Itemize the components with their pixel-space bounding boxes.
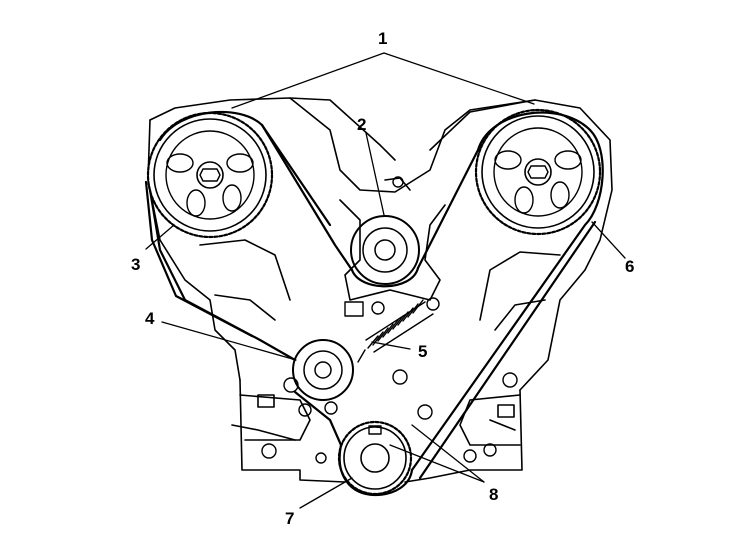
callout-4: 4 bbox=[145, 309, 155, 328]
callout-3: 3 bbox=[131, 255, 140, 274]
leader-1b bbox=[383, 52, 535, 105]
callout-5: 5 bbox=[418, 342, 427, 361]
callout-7: 7 bbox=[285, 509, 294, 528]
callout-8: 8 bbox=[489, 485, 498, 504]
bolts bbox=[261, 176, 518, 464]
right-camshaft-sprocket bbox=[474, 108, 602, 236]
leader-2 bbox=[365, 132, 385, 216]
callout-6: 6 bbox=[625, 257, 634, 276]
tensioner-spring bbox=[344, 297, 440, 363]
leader-3 bbox=[145, 224, 175, 250]
callout-2: 2 bbox=[357, 115, 366, 134]
left-camshaft-sprocket bbox=[146, 111, 274, 239]
leader-5 bbox=[371, 341, 411, 350]
timing-belt bbox=[144, 110, 604, 497]
leader-1a bbox=[231, 52, 385, 109]
leader-8a bbox=[389, 444, 485, 483]
leader-6 bbox=[591, 221, 626, 259]
callout-1: 1 bbox=[378, 29, 387, 48]
leader-4 bbox=[161, 321, 297, 361]
crankshaft-sprocket bbox=[337, 420, 413, 496]
idler-pulley bbox=[350, 215, 420, 285]
callout-labels: 1 2 3 4 5 6 7 8 bbox=[131, 29, 634, 528]
leader-lines bbox=[145, 52, 626, 509]
leader-8b bbox=[411, 424, 485, 483]
leader-7 bbox=[299, 477, 353, 509]
engine-block bbox=[147, 97, 613, 483]
tensioner-pulley bbox=[292, 339, 354, 401]
